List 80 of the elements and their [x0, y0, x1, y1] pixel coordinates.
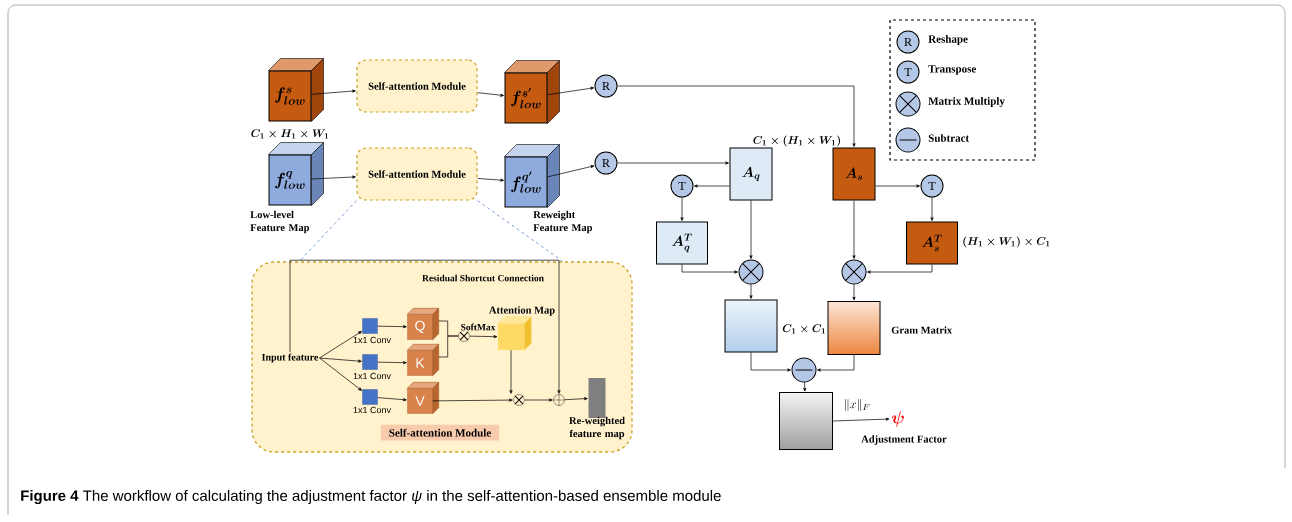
- matrix-box: [779, 392, 833, 450]
- arrow: [377, 361, 407, 365]
- arrow: [803, 382, 807, 392]
- legend-label: Matrix Multiply: [928, 97, 1005, 107]
- legend-label: Reshape: [928, 35, 968, 45]
- connector-line: [438, 335, 459, 358]
- figure-caption: Figure 4 The workflow of calculating the adjustment factor ψ in the self-attention-based ensemble module: [21, 490, 721, 505]
- arrow: [319, 357, 362, 391]
- arrow: [680, 197, 684, 221]
- arrow: [311, 89, 356, 95]
- feature-cube: $f^{q'}_{low}$: [504, 144, 560, 208]
- arrow: [311, 175, 356, 180]
- module-box: Self-attention Module: [356, 147, 478, 201]
- arrow: [681, 264, 738, 274]
- arrow: [749, 200, 753, 259]
- subtract-circle: [791, 357, 817, 383]
- arrow: [524, 398, 553, 402]
- node-caption: Attention Map: [489, 306, 555, 316]
- arrow: [832, 417, 890, 422]
- output-symbol: $\psi$: [891, 411, 904, 427]
- dimension-label: $C_1 \times C_1$: [782, 324, 826, 334]
- arrow: [617, 161, 729, 165]
- matrix-box: $A_q$: [729, 147, 773, 201]
- legend-label: Subtract: [928, 134, 970, 142]
- node-caption: 1x1 Conv: [353, 336, 391, 344]
- arrow: [319, 331, 362, 359]
- node-caption: Gram Matrix: [891, 326, 953, 334]
- arrow: [289, 259, 561, 394]
- arrow: [377, 325, 407, 329]
- arrow: [749, 284, 753, 299]
- feature-cube: $f^{s'}_{low}$: [504, 60, 560, 124]
- dimension-label: $(H_1 \times W_1) \times C_1$: [963, 236, 1050, 248]
- arrow: [377, 397, 407, 402]
- node-caption: Reweight Feature Map: [533, 210, 593, 234]
- feature-cube: $f^{s}_{low}$: [268, 58, 324, 122]
- legend-label: Transpose: [928, 65, 976, 75]
- dimension-label: $C_1 \times H_1 \times W_1$: [251, 129, 329, 139]
- multiply-circle: [513, 394, 525, 406]
- module-box: Self-attention Module: [356, 59, 478, 113]
- multiply-circle: [841, 259, 867, 285]
- qkv-cube: Q: [407, 308, 439, 340]
- qkv-cube: K: [407, 344, 439, 376]
- arrow: [477, 92, 504, 97]
- qkv-cube: V: [407, 382, 439, 414]
- arrow: [750, 352, 791, 372]
- multiply-circle: [458, 330, 470, 342]
- arrow: [319, 357, 362, 363]
- matrix-box: $A_s$: [832, 147, 876, 201]
- multiply-circle: [738, 259, 764, 285]
- edge-label: $\|x\|_F$: [842, 398, 872, 412]
- edge-label: SoftMax: [459, 322, 497, 332]
- dimension-label: $C_1 \times (H_1 \times W_1)$: [753, 135, 841, 147]
- arrow: [432, 398, 513, 402]
- arrow: [617, 85, 856, 147]
- node-caption: 1x1 Conv: [353, 406, 391, 414]
- node-caption: 1x1 Conv: [353, 372, 391, 380]
- input-text: Input feature: [261, 353, 319, 363]
- arrow: [817, 354, 855, 372]
- matrix-box: $A_s^T$: [906, 221, 958, 265]
- node-caption: Adjustment Factor: [861, 435, 947, 445]
- arrow: [564, 397, 588, 401]
- arrow: [694, 184, 730, 188]
- arrow: [875, 184, 920, 188]
- arrow: [852, 284, 856, 301]
- arrow: [930, 197, 934, 221]
- arrow: [469, 335, 498, 339]
- arrow: [509, 349, 513, 394]
- add-circle: [553, 394, 565, 406]
- arrow: [547, 165, 595, 178]
- arrow: [477, 178, 504, 182]
- node-caption: Re-weighted feature map: [569, 416, 625, 440]
- arrow: [867, 264, 933, 274]
- arrow: [852, 200, 856, 259]
- edge-label: Residual Shortcut Connection: [421, 273, 545, 283]
- node-caption: Low-level Feature Map: [250, 210, 310, 234]
- matrix-box: $A_q^T$: [656, 221, 708, 265]
- zoom-line: [477, 200, 563, 262]
- feature-cube: $f^{q}_{low}$: [268, 142, 324, 206]
- zoom-line: [299, 200, 357, 262]
- arrow: [547, 86, 595, 96]
